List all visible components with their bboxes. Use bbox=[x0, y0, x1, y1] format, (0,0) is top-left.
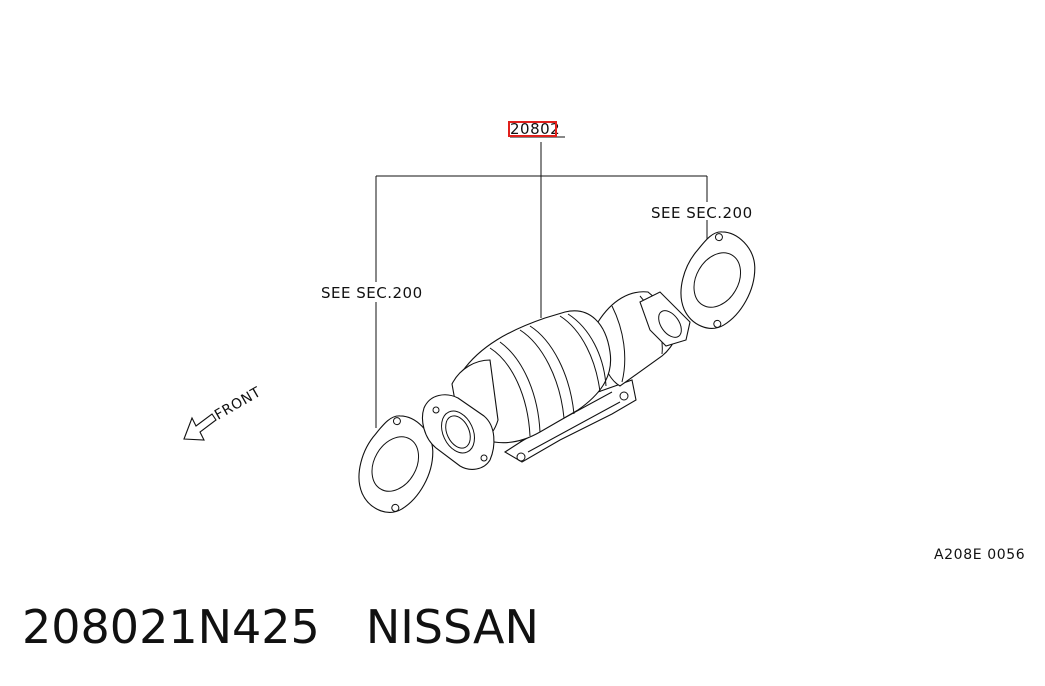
part-number: 208021N425 bbox=[22, 600, 320, 654]
gasket-right bbox=[680, 231, 756, 329]
gasket-left bbox=[358, 415, 434, 513]
part-callout[interactable]: 20802 bbox=[508, 120, 565, 138]
brand-name: NISSAN bbox=[365, 600, 539, 654]
front-direction-indicator: FRONT bbox=[183, 384, 264, 441]
leader-lines bbox=[375, 142, 708, 428]
part-callout-number: 20802 bbox=[510, 120, 560, 138]
part-caption: 208021N425 NISSAN bbox=[22, 600, 539, 654]
see-section-label-left[interactable]: SEE SEC.200 bbox=[321, 284, 423, 302]
catalytic-converter bbox=[421, 291, 691, 470]
illustration-code: A208E 0056 bbox=[934, 547, 1025, 563]
see-section-label-right[interactable]: SEE SEC.200 bbox=[651, 204, 753, 222]
front-label: FRONT bbox=[212, 384, 264, 423]
callout-highlight-box bbox=[508, 121, 557, 137]
front-arrow-icon bbox=[183, 413, 217, 441]
